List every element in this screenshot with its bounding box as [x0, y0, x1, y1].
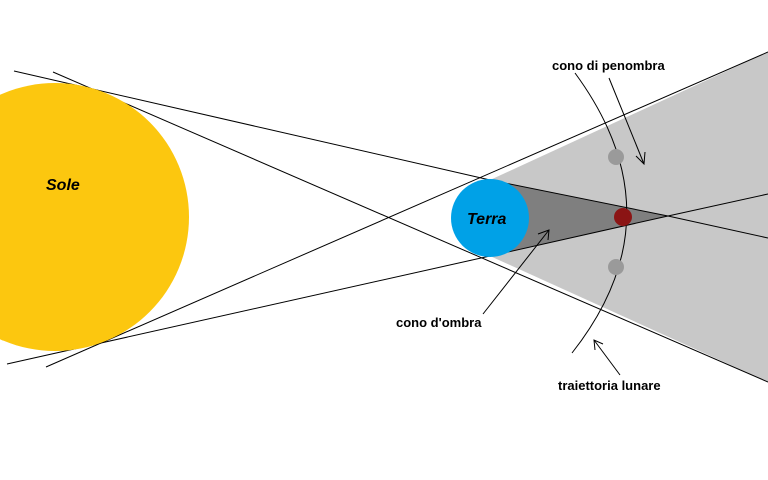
tangent-line-extension-bottom: [667, 193, 768, 217]
tangent-line-extension-top: [667, 215, 768, 239]
annotation-arrows: [482, 77, 646, 376]
umbra-label: cono d'ombra: [396, 315, 482, 330]
earth-disc: [451, 179, 529, 257]
arrow-umbra: [482, 229, 550, 315]
tangent-line-umbra-top: [489, 179, 669, 217]
orbit-label: traiettoria lunare: [558, 378, 661, 393]
arrow-umbra-head: [537, 229, 550, 241]
tangent-line-cross-1: [52, 71, 768, 383]
moon-penumbra-top: [608, 149, 624, 165]
arrow-penumbra-head: [635, 151, 646, 166]
arrow-penumbra: [608, 77, 645, 165]
tangent-line-umbra-bottom: [489, 215, 669, 257]
arrow-orbit: [593, 339, 621, 376]
tangent-line-cross-2: [45, 51, 768, 368]
moon-penumbra-bottom: [608, 259, 624, 275]
umbra-cone: [490, 180, 668, 256]
earth-label: Terra: [467, 211, 507, 228]
sun-disc: [0, 83, 189, 351]
moon-eclipsed: [614, 208, 632, 226]
penumbra-label: cono di penombra: [552, 58, 665, 73]
arrow-orbit-head: [593, 339, 604, 351]
sun-label: Sole: [46, 177, 80, 194]
